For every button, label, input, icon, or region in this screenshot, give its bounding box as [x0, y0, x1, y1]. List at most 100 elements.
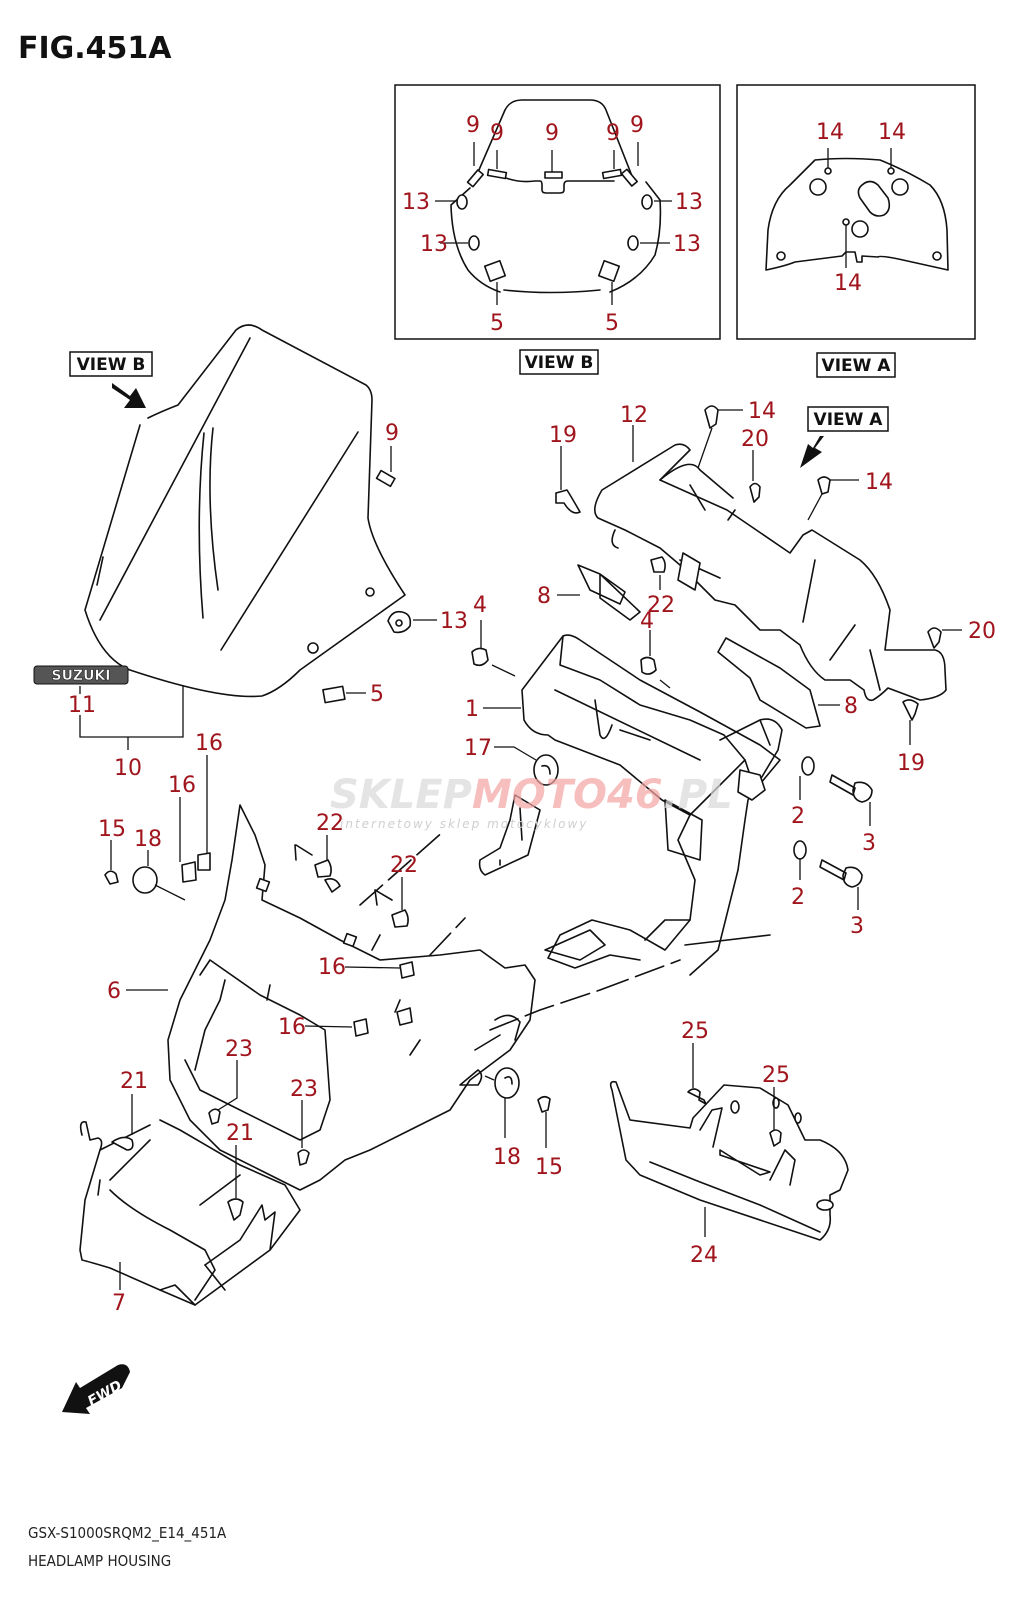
- callout-13: 13: [420, 232, 448, 257]
- callout-6: 6: [107, 979, 121, 1004]
- callout-1: 1: [465, 697, 479, 722]
- watermark: SKLEPMOTO46.PL internetowy sklep motocyk…: [330, 772, 733, 831]
- callout-9: 9: [490, 121, 504, 146]
- callout-2: 2: [791, 804, 805, 829]
- callout-14: 14: [748, 399, 776, 424]
- washer-2-a: [801, 756, 815, 776]
- callout-22: 22: [316, 811, 344, 836]
- callout-8: 8: [537, 584, 551, 609]
- callout-15: 15: [535, 1155, 563, 1180]
- callout-25: 25: [681, 1019, 709, 1044]
- view-a-frame: [736, 84, 976, 340]
- callout-14: 14: [834, 271, 862, 296]
- callout-21: 21: [226, 1121, 254, 1146]
- callout-5: 5: [490, 311, 504, 336]
- windscreen: [84, 324, 406, 698]
- callout-19: 19: [549, 423, 577, 448]
- callout-15: 15: [98, 817, 126, 842]
- lower-arm: [478, 794, 541, 876]
- callout-11: 11: [68, 693, 96, 718]
- callout-20: 20: [968, 619, 996, 644]
- under-cover-outline: [609, 1080, 849, 1241]
- callout-9: 9: [385, 421, 399, 446]
- screw-19-a: [555, 489, 581, 514]
- washer-2-b: [793, 840, 807, 860]
- rivet-20-b: [927, 627, 942, 649]
- grommet-13-c: [641, 194, 653, 210]
- windscreen-edges: [96, 337, 359, 651]
- view-b-screen-top: [471, 99, 633, 187]
- arrow-icon: [800, 436, 824, 468]
- clip-16-a: [197, 852, 211, 871]
- callout-24: 24: [690, 1243, 718, 1268]
- view-a-panel: [765, 157, 949, 271]
- view-a-tag: VIEW A: [816, 352, 896, 378]
- under-cover-24: [609, 1080, 849, 1241]
- grommet-13-a: [456, 194, 468, 210]
- lower-cowl-outline: [79, 1120, 276, 1306]
- inner-cowl-12: [594, 443, 947, 702]
- callout-22: 22: [390, 853, 418, 878]
- callout-22: 22: [647, 593, 675, 618]
- callout-17: 17: [464, 736, 492, 761]
- bolt-3-b: [819, 859, 863, 888]
- inner-panel-6: [167, 804, 536, 1191]
- callout-2: 2: [791, 885, 805, 910]
- grommet-13-d: [627, 235, 639, 251]
- view-a-pointer-label: VIEW A: [814, 410, 884, 430]
- callout-23: 23: [290, 1077, 318, 1102]
- callout-16: 16: [278, 1015, 306, 1040]
- callout-14: 14: [816, 120, 844, 145]
- watermark-brand-num: 46: [606, 772, 663, 818]
- callout-5: 5: [605, 311, 619, 336]
- section-name: HEADLAMP HOUSING: [28, 1552, 171, 1570]
- inner-cowl-outline: [594, 443, 947, 702]
- model-code: GSX-S1000SRQM2_E14_451A: [28, 1524, 227, 1543]
- callout-23: 23: [225, 1037, 253, 1062]
- emblem-text: SUZUKI: [51, 668, 110, 684]
- clip-9-d: [601, 168, 623, 180]
- callout-8: 8: [844, 694, 858, 719]
- fwd-arrow-icon: FWD: [62, 1364, 130, 1414]
- callout-16: 16: [195, 731, 223, 756]
- screw-21-a: [111, 1136, 134, 1151]
- clip-9: [375, 469, 396, 488]
- view-b-frame: [394, 84, 721, 340]
- callout-4: 4: [640, 609, 654, 634]
- headlamp-bracket-1: [521, 634, 783, 976]
- pad-5-a: [483, 259, 507, 283]
- nut-4-b: [640, 656, 657, 675]
- clip-9-c: [544, 171, 563, 179]
- nut-4-a: [471, 647, 489, 667]
- callout-5: 5: [370, 682, 384, 707]
- bracket-upper: [559, 634, 781, 791]
- clip-9-a: [466, 169, 485, 188]
- clip-16-e: [396, 1007, 413, 1026]
- watermark-brand: SKLEPMOTO46.PL: [330, 772, 733, 818]
- callout-7: 7: [112, 1291, 126, 1316]
- figure-title: FIG.451A: [18, 31, 172, 66]
- callout-14: 14: [865, 470, 893, 495]
- callout-18: 18: [134, 827, 162, 852]
- screw-23-a: [208, 1108, 221, 1125]
- callout-19: 19: [897, 751, 925, 776]
- pad-8-a: [577, 564, 641, 621]
- view-b-pointer: VIEW B: [69, 351, 153, 408]
- view-a-label: VIEW A: [822, 356, 892, 376]
- view-b-inset: 9 9 9 9 9 13 13 13 13 5 5: [394, 84, 721, 340]
- view-b-tag: VIEW B: [519, 349, 599, 375]
- callout-9: 9: [466, 113, 480, 138]
- screw-21-b: [227, 1198, 244, 1221]
- pad-5-b: [597, 259, 621, 283]
- grommet-17: [533, 754, 559, 786]
- bolt-3-a: [829, 774, 873, 803]
- screw-15-b: [537, 1095, 551, 1113]
- screw-25-a: [687, 1088, 707, 1105]
- screw-23-b: [297, 1149, 310, 1166]
- callout-3: 3: [850, 914, 864, 939]
- view-b-label: VIEW B: [525, 353, 594, 373]
- watermark-tagline: internetowy sklep motocyklowy: [340, 817, 588, 831]
- callout-25: 25: [762, 1063, 790, 1088]
- callout-16: 16: [168, 773, 196, 798]
